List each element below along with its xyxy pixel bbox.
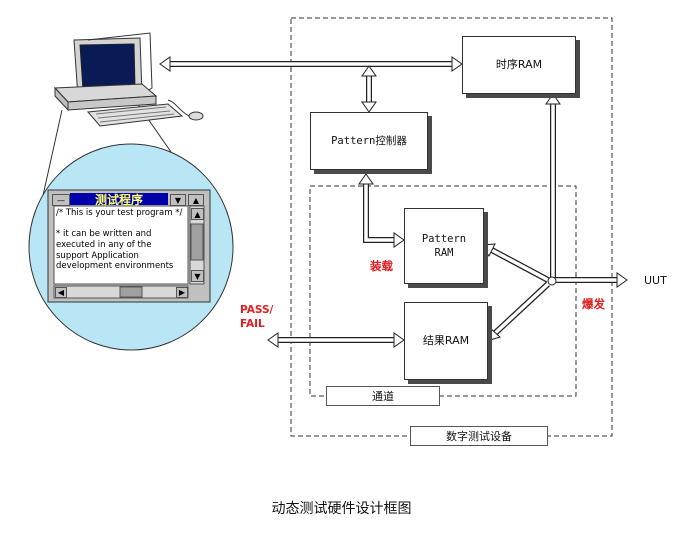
window-maximize-button[interactable]: ▲	[188, 194, 204, 206]
arrow-controller-pattern	[363, 180, 398, 243]
channel-region	[309, 185, 577, 397]
computer-icon	[53, 32, 204, 127]
channel-label: 通道	[326, 386, 440, 406]
window-minimize-button[interactable]: ▼	[170, 194, 186, 206]
scroll-right-button[interactable]: ▶	[176, 287, 188, 298]
device-label: 数字测试设备	[410, 426, 548, 446]
junction-node	[547, 276, 557, 286]
scroll-down-button[interactable]: ▼	[191, 270, 204, 282]
window-text: /* This is your test program */ * it can…	[56, 208, 183, 272]
pattern-controller-box: Pattern控制器	[310, 112, 428, 170]
test-program-window	[47, 189, 211, 303]
pattern-ram-box: Pattern RAM	[404, 208, 484, 284]
result-ram-box: 结果RAM	[404, 302, 488, 380]
scroll-left-button[interactable]: ◀	[55, 287, 67, 298]
uut-label: UUT	[644, 274, 667, 287]
timing-ram-box: 时序RAM	[462, 36, 576, 94]
figure-caption: 动态测试硬件设计框图	[271, 501, 412, 517]
scroll-up-button[interactable]: ▲	[191, 208, 204, 220]
load-label: 装载	[370, 259, 393, 273]
burst-label: 爆发	[582, 297, 605, 311]
pass-fail-label: PASS/ FAIL	[240, 304, 274, 330]
window-title: 测试程序	[70, 193, 168, 207]
window-menu-button[interactable]: —	[52, 194, 70, 206]
